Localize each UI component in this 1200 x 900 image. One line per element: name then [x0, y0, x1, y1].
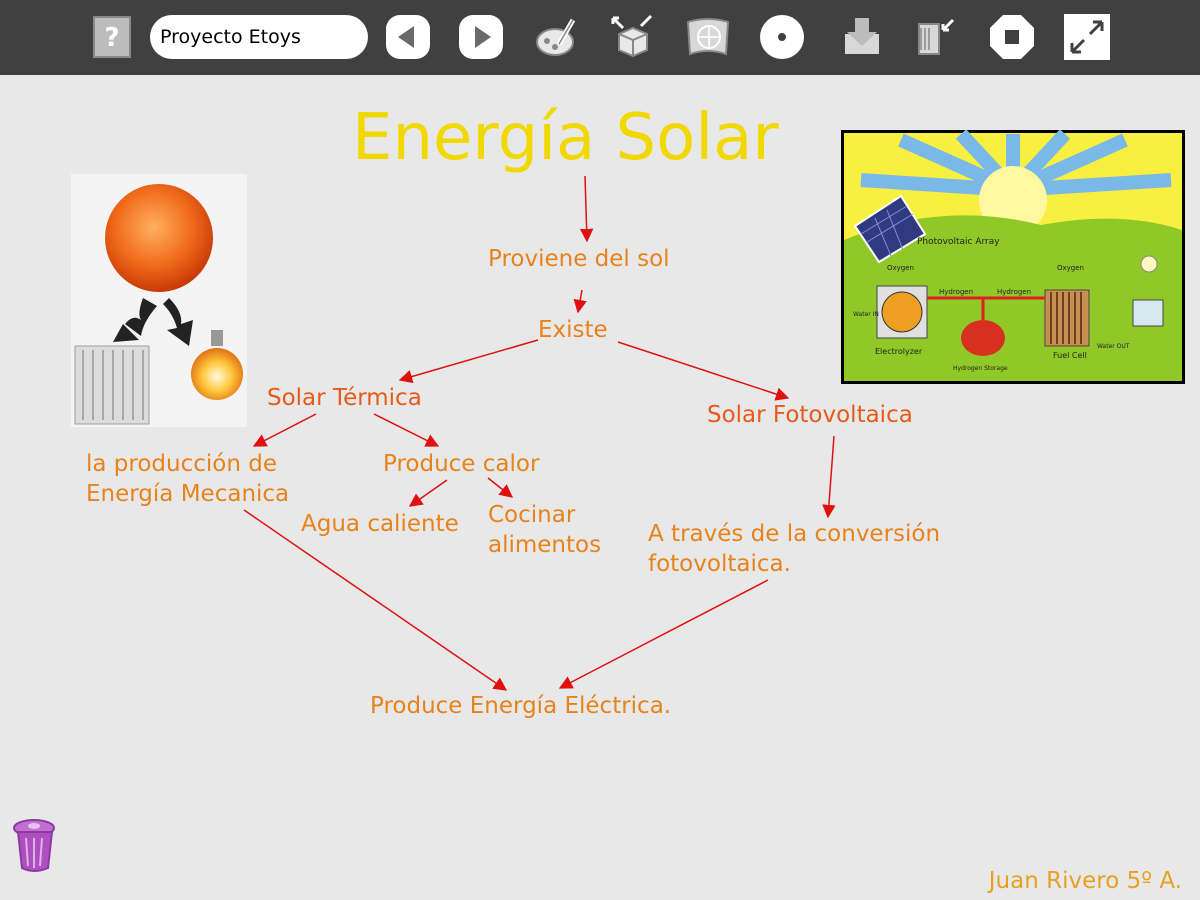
diagram-label-hydrogen-1: Hydrogen [939, 288, 973, 296]
toolbar: ? Proyecto Etoys [0, 0, 1200, 75]
diagram-label-array: Photovoltaic Array [917, 237, 1000, 247]
back-icon[interactable] [384, 13, 432, 61]
trash-icon[interactable] [12, 816, 58, 876]
arrow-title-proviene [579, 175, 594, 243]
diagram-label-water-out: Water OUT [1097, 343, 1130, 350]
diagram-label-oxygen-2: Oxygen [1057, 264, 1084, 272]
load-icon[interactable] [838, 13, 886, 61]
paint-icon[interactable] [532, 13, 580, 61]
node-agua-caliente[interactable]: Agua caliente [301, 511, 459, 537]
diagram-label-water-in: Water IN [853, 311, 879, 318]
node-proviene-del-sol[interactable]: Proviene del sol [488, 246, 670, 272]
arrow-existe-termica [398, 339, 539, 384]
arrow-proviene-existe [573, 289, 587, 314]
node-conversion-line2[interactable]: fotovoltaica. [648, 551, 791, 577]
arrow-termica-calor [373, 413, 440, 447]
save-icon[interactable] [912, 13, 960, 61]
arrow-calor-cocinar [487, 477, 514, 498]
sun-energy-image[interactable] [71, 174, 247, 427]
node-solar-fotovoltaica[interactable]: Solar Fotovoltaica [707, 402, 913, 428]
fullscreen-icon[interactable] [1063, 13, 1111, 61]
arrow-existe-fotovoltaica [617, 341, 790, 401]
node-solar-termica[interactable]: Solar Térmica [267, 385, 422, 411]
arrow-produccion-electrica [243, 509, 508, 691]
arrow-termica-produccion [252, 413, 317, 447]
forward-icon[interactable] [457, 13, 505, 61]
diagram-label-hydrogen-2: Hydrogen [997, 288, 1031, 296]
project-name-field[interactable]: Proyecto Etoys [150, 15, 368, 59]
node-cocinar-line2[interactable]: alimentos [488, 532, 602, 558]
node-produccion-line1[interactable]: la producción de [86, 451, 277, 477]
node-cocinar-line1[interactable]: Cocinar [488, 502, 576, 528]
diagram-label-electrolyzer: Electrolyzer [875, 347, 923, 356]
arrow-fotovoltaica-conversion [822, 435, 836, 519]
zoom-icon[interactable] [758, 13, 806, 61]
svg-text:?: ? [104, 23, 119, 53]
photovoltaic-diagram-image[interactable]: Photovoltaic Array Oxygen Oxygen Hydroge… [841, 129, 1185, 384]
diagram-label-storage: Hydrogen Storage [953, 365, 1008, 372]
author-label: Juan Rivero 5º A. [988, 868, 1182, 894]
diagram-label-fuelcell: Fuel Cell [1053, 351, 1087, 360]
page-title: Energía Solar [352, 101, 779, 175]
language-icon[interactable] [684, 13, 732, 61]
supplies-icon[interactable] [608, 13, 656, 61]
help-icon[interactable]: ? [88, 13, 136, 61]
diagram-label-oxygen-1: Oxygen [887, 264, 914, 272]
node-conversion-line1[interactable]: A través de la conversión [648, 521, 941, 547]
node-produce-energia-electrica[interactable]: Produce Energía Eléctrica. [370, 693, 672, 719]
stop-icon[interactable] [988, 13, 1036, 61]
node-produccion-line2[interactable]: Energía Mecanica [86, 481, 290, 507]
node-produce-calor[interactable]: Produce calor [383, 451, 540, 477]
arrow-calor-agua [408, 479, 448, 507]
arrow-conversion-electrica [558, 579, 769, 689]
node-existe[interactable]: Existe [538, 317, 608, 343]
